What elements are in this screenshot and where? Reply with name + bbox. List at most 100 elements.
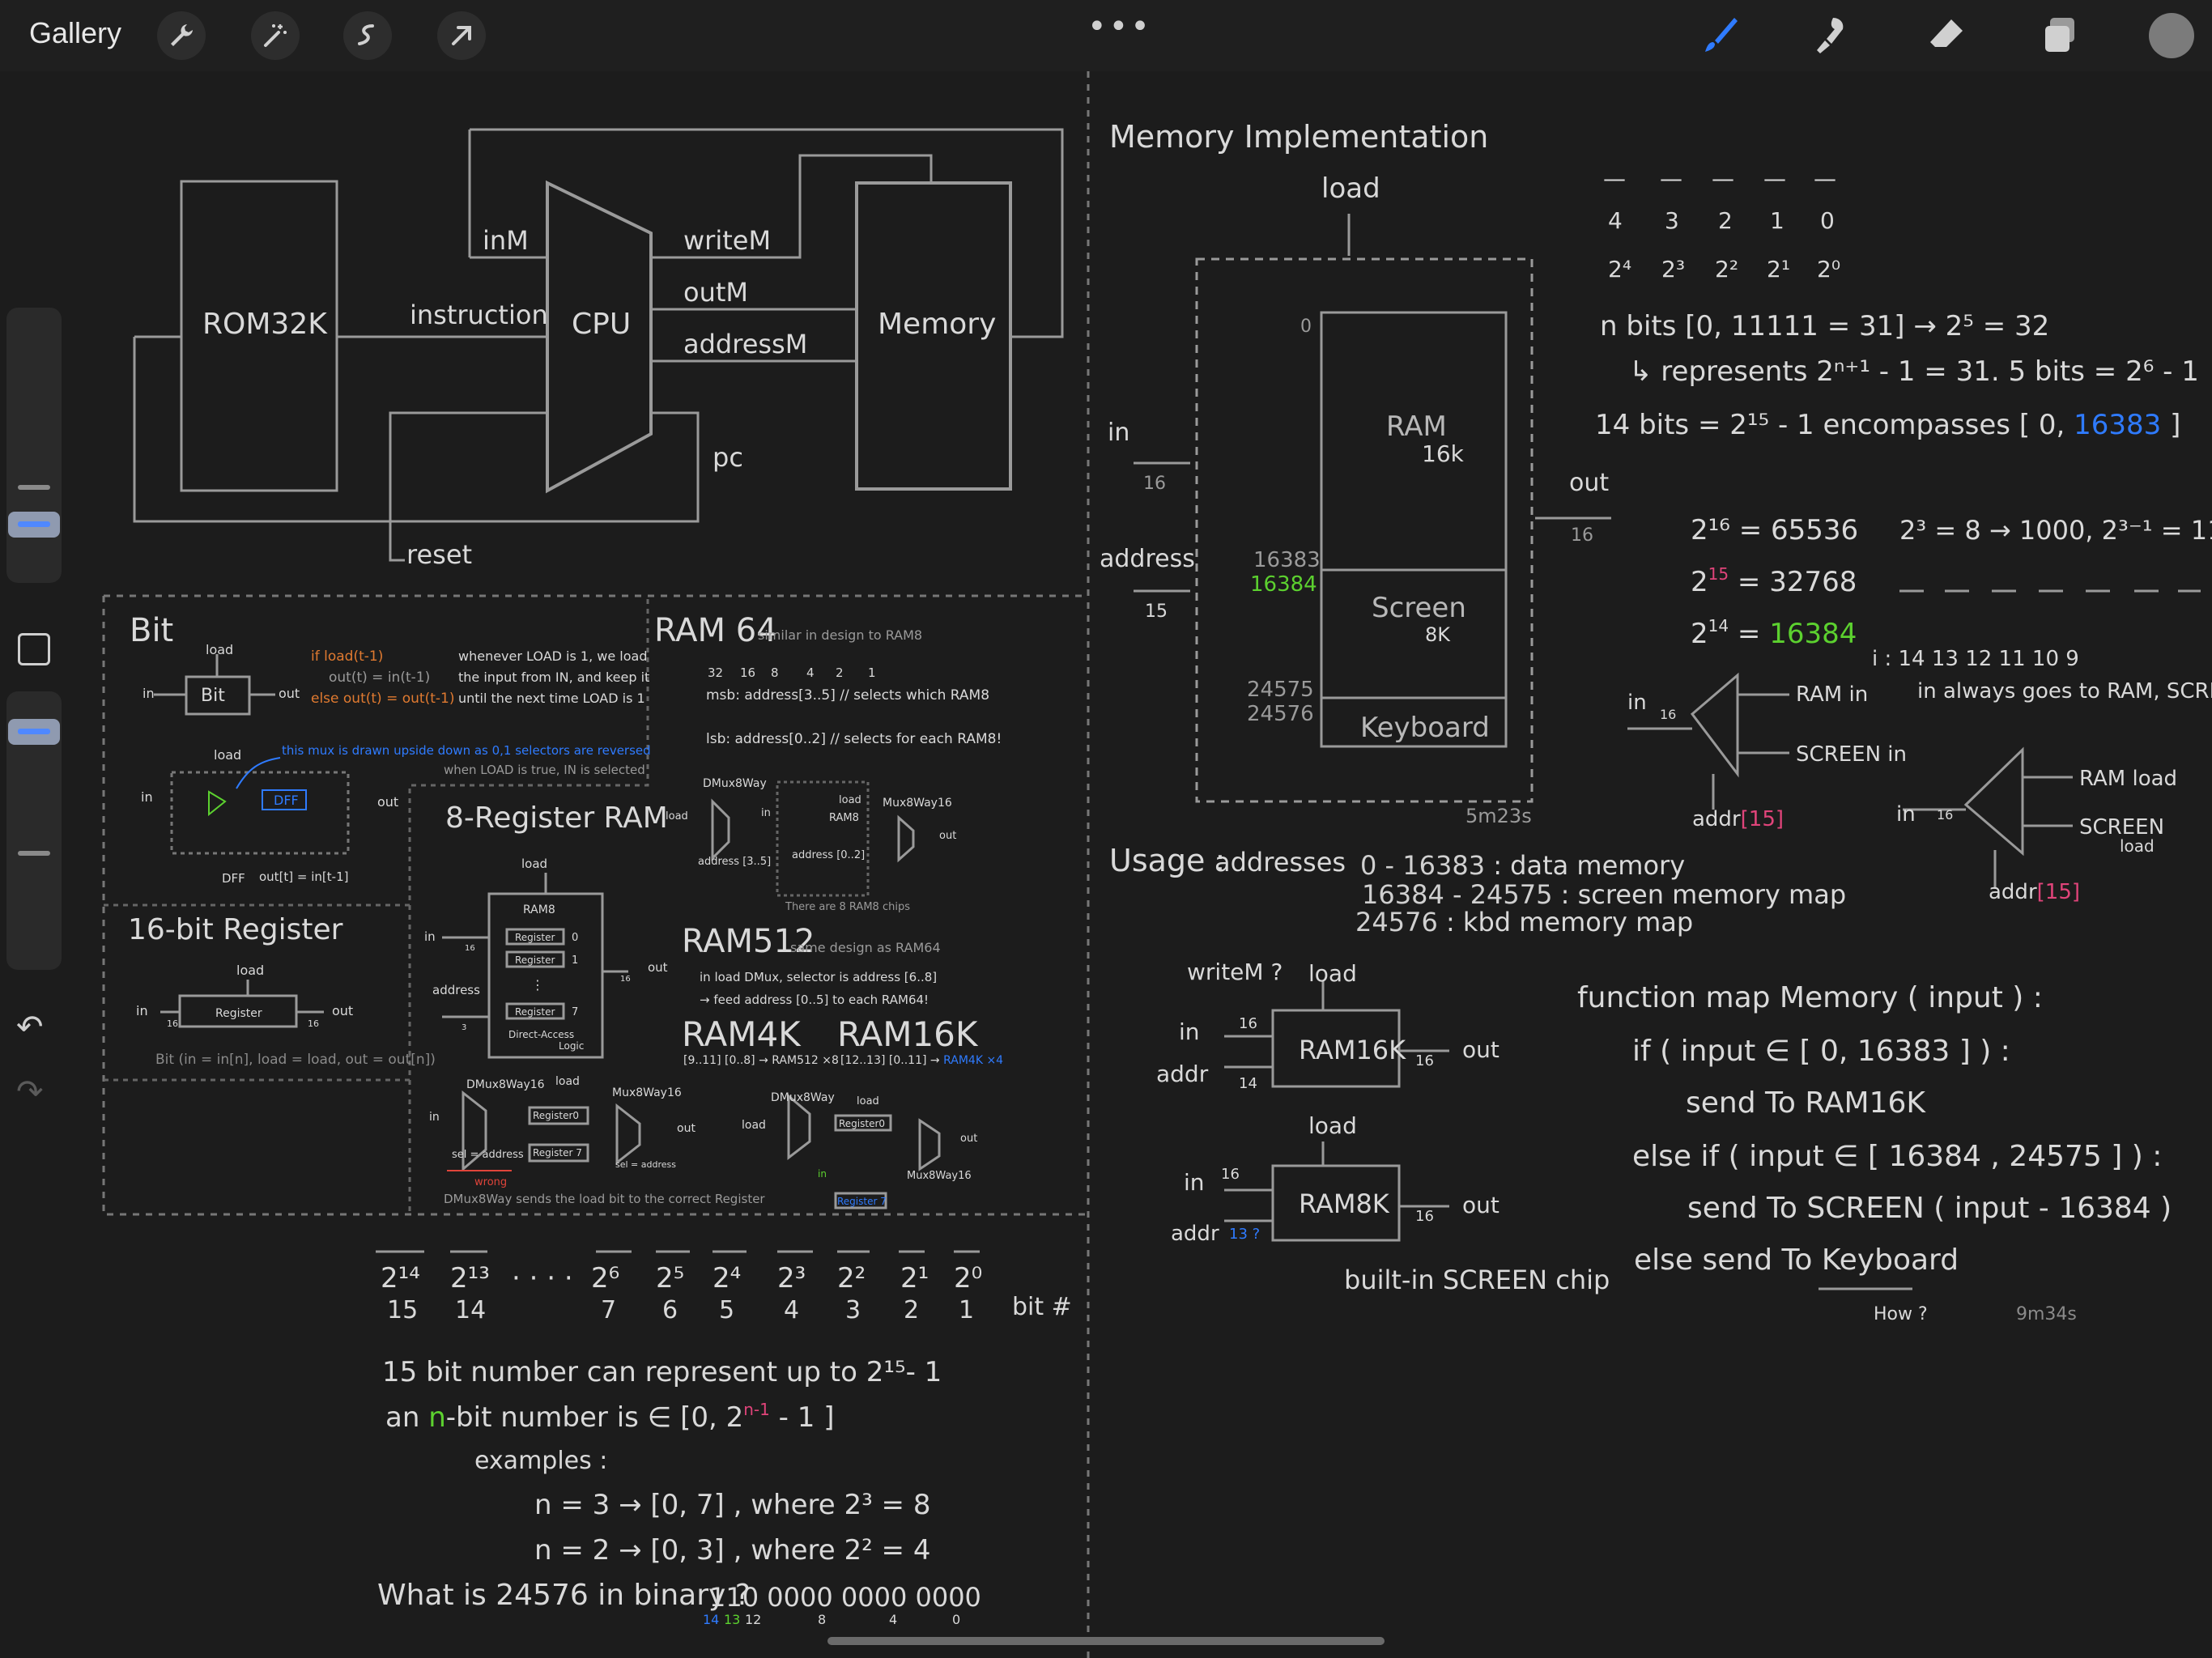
bit-when-note: when LOAD is true, IN is selected [444,763,645,777]
pow-dash: — [1660,165,1682,192]
reg16-out: out [332,1003,353,1018]
usage-row2: 16384 - 24575 : screen memory map [1362,879,1846,910]
chip16k-load: load [1308,960,1357,987]
top-toolbar: Gallery ••• [0,0,2212,71]
reg8-idx1: 1 [572,954,578,967]
pow-weight: 2⁴ [1608,256,1631,283]
bits-idx0: 0 [952,1612,960,1627]
mem-w16-out: 16 [1571,525,1593,546]
ram64-eight: There are 8 RAM8 chips [785,901,910,913]
func-how: How ? [1874,1304,1928,1324]
reg8-reg1: Register [515,954,555,966]
pow-bit-number: 3 [1665,207,1679,234]
reg8-title: 8-Register RAM [445,801,668,835]
eraser-icon[interactable] [1922,11,1971,60]
ram64-similar: similar in design to RAM8 [758,627,922,643]
usage-row3: 24576 : kbd memory map [1355,907,1693,937]
pow-i-line: i : 14 13 12 11 10 9 [1872,647,2079,671]
demux2-screen-load: load [2120,836,2155,856]
demux2-w16: 16 [1937,807,1953,823]
bits-index: 7 [601,1296,616,1324]
reg8-idx0: 0 [572,932,578,944]
mem-addr-24576: 24576 [1247,702,1314,726]
home-indicator[interactable] [827,1637,1385,1645]
redo-icon[interactable]: ↷ [16,1073,44,1111]
addressM-label: addressM [683,329,807,359]
selection-icon[interactable] [343,11,392,60]
reg8-ram8: RAM8 [523,903,555,916]
reg8-w-out: 16 [620,975,631,984]
reg8-direct2: Logic [559,1040,584,1052]
bit-note3: until the next time LOAD is 1 [458,691,645,706]
mem-addr-16384: 16384 [1250,572,1317,597]
chip16k-w16: 16 [1239,1015,1257,1032]
chip8k-label: RAM8K [1299,1188,1390,1219]
cpu-shape [546,180,653,494]
reg8-register0: Register0 [533,1110,579,1121]
bits-idx12: 12 [745,1612,761,1627]
pow-weight: 2¹ [1767,256,1790,283]
bits-index: 4 [784,1296,799,1324]
bits-power: 2⁰ [954,1262,982,1295]
bit-load: load [206,642,233,657]
bits-ex2: n = 2 → [0, 3] , where 2² = 4 [534,1534,930,1567]
reg16-formula: Bit (in = in[n], load = load, out = out[… [155,1052,436,1068]
mem-ram16k: 16k [1422,440,1465,467]
bits-power: 2⁶ [591,1262,619,1295]
pow-2-15: 215 = 32768 [1691,564,1857,598]
memory-label: Memory [878,308,996,341]
reg8-register7: Register 7 [533,1147,582,1158]
reg8-dmux: DMux8Way16 [466,1078,545,1091]
bits-ex1: n = 3 → [0, 7] , where 2³ = 8 [534,1489,930,1521]
bits-power: 2⁵ [656,1262,684,1295]
ram16k-title: RAM16K [837,1014,979,1054]
chip8k-w16: 16 [1221,1166,1240,1183]
magic-wand-icon[interactable] [251,11,300,60]
brush-icon[interactable] [1695,11,1744,60]
gallery-button[interactable]: Gallery [29,16,122,49]
mem-8k: 8K [1425,623,1451,646]
reg8-in2: in [429,1111,440,1124]
bits-idx4: 4 [889,1612,897,1627]
demux2-addr: addr[15] [1989,880,2080,904]
mem-time1: 5m23s [1465,805,1532,827]
reg8-out: out [648,960,668,975]
bits-index: 14 [455,1296,486,1324]
mem-out: out [1569,469,1609,497]
reg16-title: 16-bit Register [128,913,343,946]
chip8k-load: load [1308,1112,1357,1139]
transform-arrow-icon[interactable] [437,11,486,60]
chip16k-w16o: 16 [1415,1052,1434,1069]
reg8-load2: load [555,1075,580,1088]
bits-index: 2 [904,1296,919,1324]
pow-2-16: 2¹⁶ = 65536 [1691,514,1858,546]
func-line1: function map Memory ( input ) : [1577,981,2043,1014]
modify-button[interactable] [18,633,50,665]
pow-bit-number: 1 [1770,207,1784,234]
ram64-out: out [939,830,956,842]
more-options-icon[interactable]: ••• [1087,8,1152,45]
bits-power: 2¹³ [450,1262,490,1295]
undo-icon[interactable]: ↶ [16,1009,44,1046]
pow-weight: 2⁰ [1817,256,1840,283]
mem-w15: 15 [1145,602,1168,622]
color-picker-swatch[interactable] [2149,13,2194,58]
layers-icon[interactable] [2035,11,2084,60]
ram64-bit-weight: 2 [836,665,844,680]
bits-power: 2³ [777,1262,806,1295]
pow-bit-number: 0 [1820,207,1835,234]
opacity-thumb[interactable] [8,719,60,745]
smudge-icon[interactable] [1807,11,1856,60]
reg8-mux: Mux8Way16 [612,1086,682,1099]
reg16-box-label: Register [215,1007,262,1020]
reg8-in: in [424,929,436,944]
demux1-in: in [1627,691,1647,715]
bit-in2: in [141,789,153,805]
brush-size-thumb[interactable] [8,512,60,538]
demux1-addr: addr[15] [1692,807,1784,831]
ram64-bit-weight: 32 [708,665,723,680]
ram512-title: RAM512 [682,923,815,960]
bits-index: 5 [719,1296,734,1324]
wrench-icon[interactable] [157,11,206,60]
